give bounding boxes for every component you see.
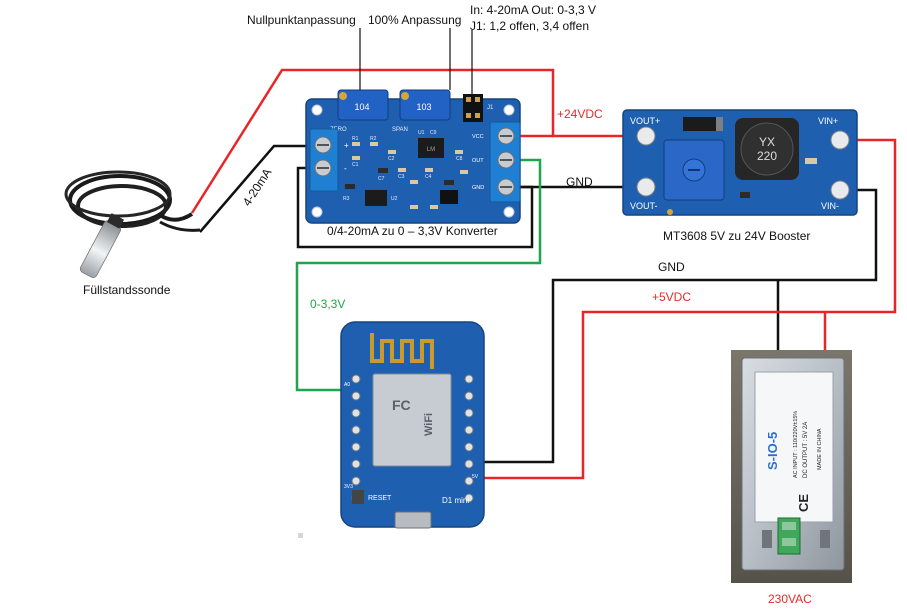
photo-speck [298,533,303,538]
silk-c3: C3 [398,174,405,180]
regulator-chip [365,190,387,206]
pin-out: OUT [472,158,484,164]
pin-vcc: VCC [472,134,484,140]
psu-ac-input: AC INPUT : 110/220V±15% [793,411,799,478]
pad-vin-minus: VIN- [821,201,839,211]
inductor-mark-1: YX [759,135,775,149]
zero-pot-code: 104 [354,102,369,112]
board-name: D1 mini [442,496,469,505]
wire-sensor-return [199,144,318,233]
pin-minus: - [344,164,347,173]
wire-24v-positive [190,68,629,214]
wifi-mark: WiFi [423,413,435,436]
reset-button [352,490,364,504]
pad-vout-plus: VOUT+ [630,116,660,126]
gnd-mid-label: GND [658,260,685,274]
esp-module [372,373,452,467]
level-probe [64,170,201,278]
converter-board: 104 103 ZERO SPAN J1 LM [305,89,521,224]
wemos-d1-mini: FC WiFi A0 3V3 5V RESET D1 mini [340,321,485,529]
pin-5v: 5V [472,474,479,480]
psu-origin: MADE IN CHINA [817,428,823,470]
module-mark: FC [392,397,411,413]
zero-adjust-label: Nullpunktanpassung [247,13,356,27]
io-spec-line1: In: 4-20mA Out: 0-3,3 V [470,3,596,17]
span-silk: SPAN [392,127,408,133]
silk-c1: C1 [352,162,359,168]
silk-u2: U2 [391,196,398,202]
span-adjust-label: 100% Anpassung [368,13,461,27]
silk-r2: R2 [370,136,377,142]
pad-vin-plus: VIN+ [818,116,838,126]
span-pot-code: 103 [416,102,431,112]
silk-c4: C4 [425,174,432,180]
span-potentiometer [399,89,451,121]
silk-u1: U1 [418,130,425,136]
silk-c7: C7 [378,176,385,182]
plus5-label: +5VDC [652,290,691,304]
booster-board: VOUT+ VOUT- VIN+ VIN- YX 220 [622,109,858,216]
wire-signal-output [295,158,542,392]
signal-voltage-label: 0-3,3V [310,297,345,311]
wire-gnd-supply [478,188,878,464]
psu-dc-output: DC OUTPUT : 5V 2A [803,422,809,478]
usb-port [394,511,432,529]
booster-diode [683,117,723,131]
plus24-label: +24VDC [557,107,603,121]
gnd-top-label: GND [566,175,593,189]
zero-potentiometer [337,89,389,121]
pin-plus: + [344,141,349,150]
psu-ce-mark: CE [796,494,811,512]
op-amp-chip [418,138,444,158]
silk-c9: C9 [430,130,437,136]
jumper-silk: J1 [487,105,494,111]
wire-5v-supply [478,138,897,480]
power-supply-photo: S-IO-5 AC INPUT : 110/220V±15% DC OUTPUT… [731,350,852,583]
zero-silk: ZERO [330,127,347,133]
current-loop-label: 4-20mA [240,166,275,209]
psu-model: S-IO-5 [765,432,780,470]
inductor-mark-2: 220 [757,149,777,163]
booster-caption: MT3608 5V zu 24V Booster [663,229,810,243]
pin-3v3: 3V3 [344,484,353,490]
silk-c8: C8 [456,156,463,162]
converter-caption: 0/4-20mA zu 0 – 3,3V Konverter [327,224,498,238]
pin-gnd: GND [472,185,484,191]
reset-silk: RESET [368,495,392,502]
silk-c2: C2 [388,156,395,162]
pin-a0: A0 [344,382,350,388]
pad-vout-minus: VOUT- [630,201,658,211]
psu-label [754,371,834,523]
silk-r3: R3 [343,196,350,202]
silk-r1: R1 [352,136,359,142]
sensor-caption: Füllstandssonde [83,283,171,297]
mains-label: 230VAC [768,592,812,606]
chip-mark: LM [427,147,435,153]
io-spec-line2: J1: 1,2 offen, 3,4 offen [470,19,589,33]
